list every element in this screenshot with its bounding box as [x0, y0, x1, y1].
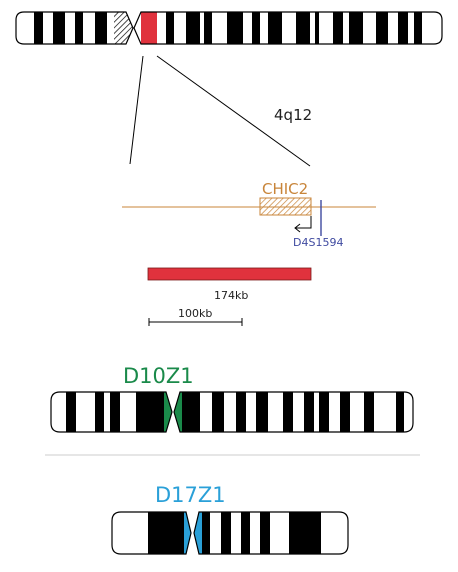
probe-bar	[147, 267, 312, 281]
region-label: 4q12	[274, 106, 312, 124]
gene-locus-map: CHIC2 D4S1594	[122, 180, 376, 249]
scale-bar	[148, 318, 243, 326]
gene-label: CHIC2	[262, 180, 308, 198]
chromosome-10-ideogram	[50, 391, 414, 433]
centromere-d10z1-signal	[164, 392, 182, 432]
zoom-lines	[129, 55, 311, 167]
chromosome-4-ideogram	[15, 11, 443, 45]
scale-label: 100kb	[178, 307, 212, 320]
left-hook-arrow-icon	[294, 216, 312, 233]
chromosome-17-ideogram	[111, 511, 349, 555]
probe-size-label: 174kb	[214, 289, 248, 302]
gene-box	[259, 197, 312, 216]
probe-d17-label: D17Z1	[155, 483, 226, 507]
band-4q12-highlight	[141, 12, 157, 44]
probe-d10-label: D10Z1	[123, 364, 194, 388]
marker-label: D4S1594	[293, 236, 343, 249]
